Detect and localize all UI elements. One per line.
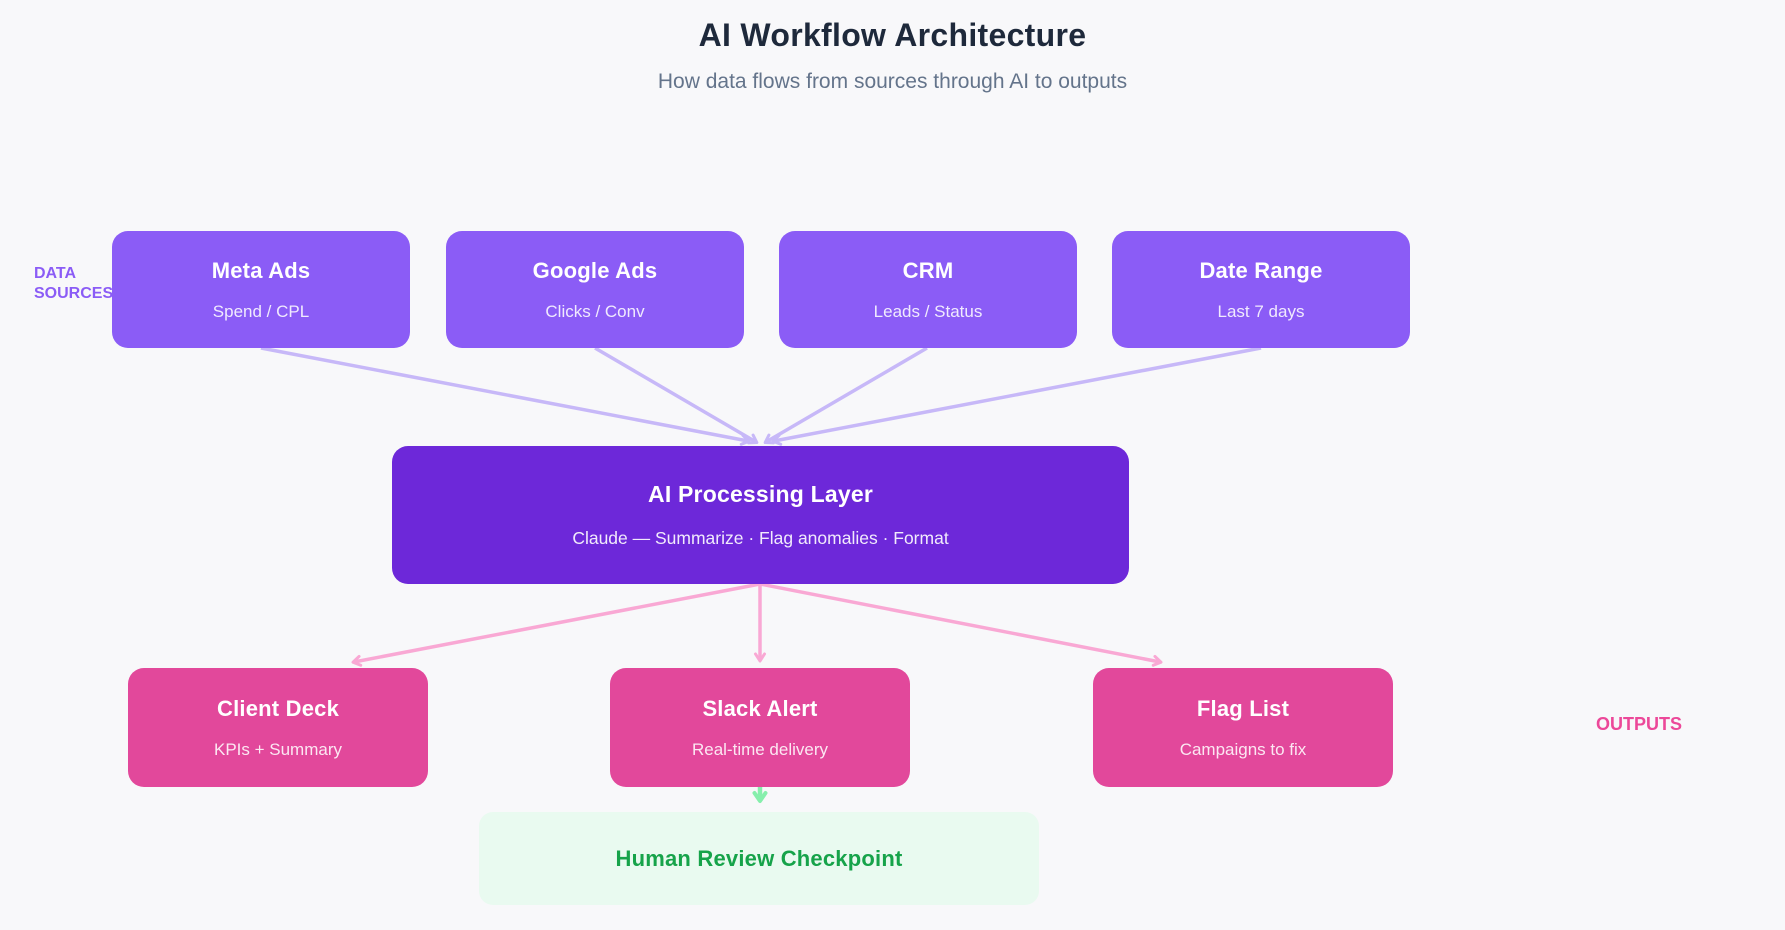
node-subtitle: Claude — Summarize · Flag anomalies · Fo… xyxy=(572,528,949,548)
connector-meta-to-ai xyxy=(260,346,751,446)
output-node-client-deck: Client Deck KPIs + Summary xyxy=(128,668,428,787)
node-title: Meta Ads xyxy=(211,257,311,283)
source-node-crm: CRM Leads / Status xyxy=(779,231,1077,348)
output-node-flag-list: Flag List Campaigns to fix xyxy=(1093,668,1393,787)
node-title: Client Deck xyxy=(216,695,340,721)
source-node-date-range: Date Range Last 7 days xyxy=(1112,231,1410,348)
node-subtitle: Leads / Status xyxy=(873,301,983,321)
source-node-google-ads: Google Ads Clicks / Conv xyxy=(446,231,744,348)
source-node-meta-ads: Meta Ads Spend / CPL xyxy=(112,231,410,348)
page-subtitle: How data flows from sources through AI t… xyxy=(657,70,1128,93)
node-subtitle: Spend / CPL xyxy=(212,301,310,321)
connector-ai-to-flaglist xyxy=(759,582,1163,667)
node-title: Slack Alert xyxy=(702,695,818,721)
checkpoint-node-human-review: Human Review Checkpoint xyxy=(479,812,1039,905)
page-title: AI Workflow Architecture xyxy=(698,17,1087,53)
section-label-data-sources: DATA SOURCES xyxy=(34,265,114,302)
node-title: Human Review Checkpoint xyxy=(615,845,903,871)
node-title: Flag List xyxy=(1196,695,1290,721)
node-subtitle: Real-time delivery xyxy=(691,739,829,759)
node-subtitle: KPIs + Summary xyxy=(213,739,342,759)
node-title: AI Processing Layer xyxy=(648,481,873,507)
connector-daterange-to-ai xyxy=(771,346,1262,446)
section-label-outputs: OUTPUTS xyxy=(1596,714,1683,734)
node-title: Date Range xyxy=(1199,257,1323,283)
connector-crm-to-ai xyxy=(763,346,928,445)
output-node-slack-alert: Slack Alert Real-time delivery xyxy=(610,668,910,787)
node-subtitle: Last 7 days xyxy=(1217,301,1305,321)
node-title: Google Ads xyxy=(532,257,658,283)
node-title: CRM xyxy=(902,257,954,283)
processor-node-ai-layer: AI Processing Layer Claude — Summarize ·… xyxy=(392,446,1129,584)
connector-google-to-ai xyxy=(594,346,759,445)
node-subtitle: Clicks / Conv xyxy=(545,301,645,321)
node-subtitle: Campaigns to fix xyxy=(1179,739,1307,759)
connector-ai-to-clientdeck xyxy=(351,582,761,667)
